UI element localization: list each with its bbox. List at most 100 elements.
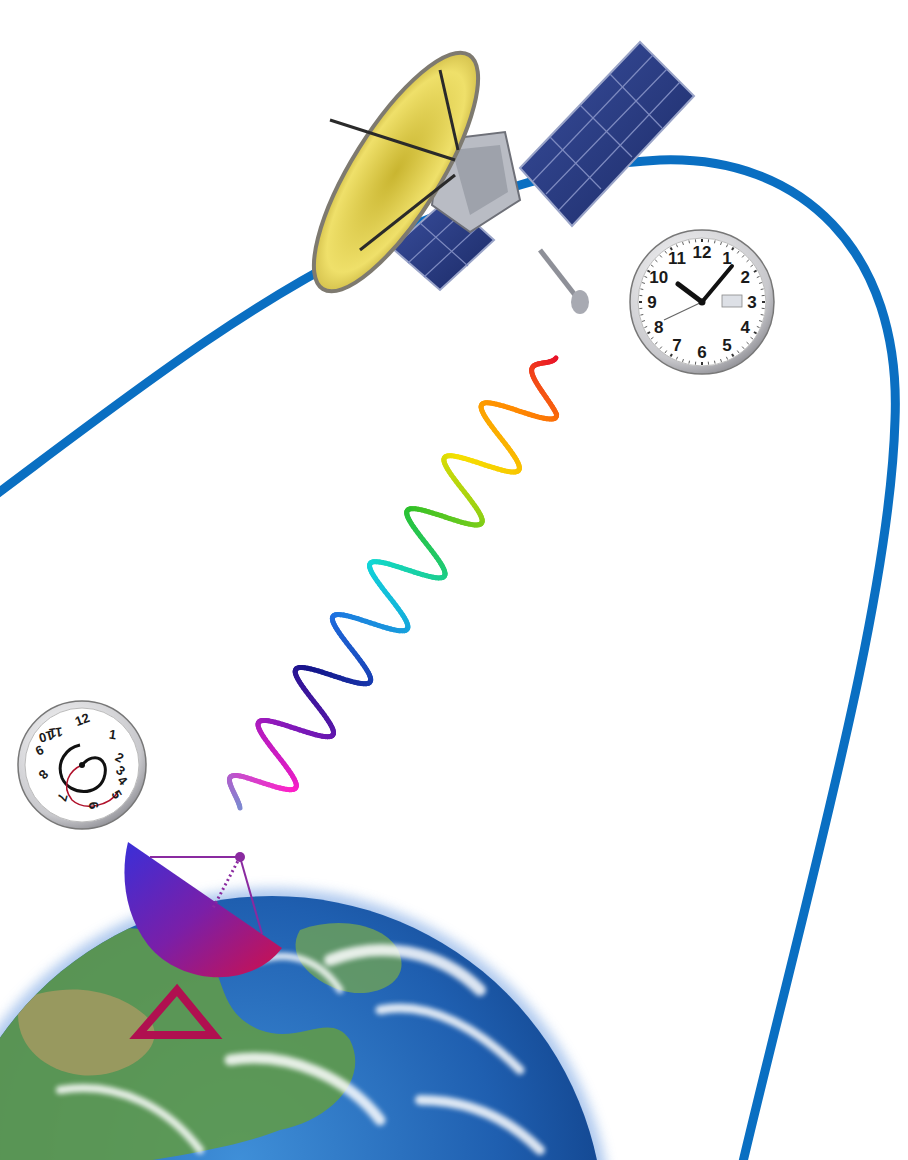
- clock-tick: [720, 359, 722, 362]
- hour-hand: [678, 284, 702, 302]
- clock-numeral: 2: [741, 269, 750, 286]
- boom-tip: [571, 290, 589, 314]
- clock-tick: [695, 239, 696, 242]
- clock-tick: [688, 240, 690, 243]
- clock-tick: [762, 301, 765, 303]
- signal-wave-segment: [237, 806, 242, 808]
- clock-tick: [688, 361, 690, 364]
- clock-numeral: 4: [741, 319, 750, 336]
- clock-tick: [639, 301, 642, 303]
- satellite-clock: [630, 230, 774, 374]
- warped-clock-numeral: 9: [34, 743, 46, 758]
- clock-tick: [655, 342, 657, 344]
- clock-tick: [708, 239, 709, 242]
- clock-numeral: 7: [672, 337, 681, 354]
- satellite-body: [452, 145, 508, 215]
- clock-tick: [660, 255, 662, 257]
- clock-tick: [747, 342, 749, 344]
- clock-tick: [660, 347, 662, 349]
- clock-tick: [701, 362, 703, 365]
- clock-tick: [651, 265, 653, 267]
- clock-tick: [714, 361, 716, 364]
- clock-tick: [682, 242, 684, 245]
- clock-tick: [759, 320, 762, 322]
- clock-numeral: 11: [668, 250, 686, 267]
- ground-antenna: [124, 842, 282, 1035]
- clock-tick: [695, 362, 696, 365]
- clock-numeral: 8: [654, 319, 663, 336]
- clock-tick: [676, 244, 677, 247]
- clock-tick: [737, 251, 739, 253]
- warped-clock-numeral: 12: [73, 710, 91, 727]
- warped-clock-numeral: 2: [114, 751, 126, 766]
- clock-tick: [751, 337, 753, 339]
- clock-tick: [642, 282, 645, 284]
- warped-second-hand: [67, 765, 118, 806]
- clock-tick: [640, 314, 643, 316]
- antenna-feed-strut: [150, 856, 240, 858]
- clock-tick: [732, 354, 734, 357]
- clock-tick: [671, 354, 673, 357]
- clock-tick: [747, 260, 749, 262]
- clock-tick: [682, 359, 684, 362]
- clock-tick: [761, 314, 764, 316]
- boom: [540, 250, 575, 295]
- warped-clock-numeral: 1: [108, 728, 117, 742]
- solar-panel-grid: [533, 55, 680, 210]
- date-window: [722, 295, 742, 307]
- clock-tick: [742, 347, 744, 349]
- clock-tick: [665, 351, 667, 353]
- clock-tick: [732, 247, 734, 250]
- clock-tick: [751, 265, 753, 267]
- land-mass: [18, 990, 154, 1076]
- antenna-dish: [124, 842, 282, 977]
- clock-numeral: 5: [722, 337, 731, 354]
- clock-numeral: 3: [747, 294, 756, 311]
- clock-tick: [754, 332, 757, 334]
- second-hand: [664, 302, 702, 320]
- satellite: [286, 32, 694, 314]
- clock-tick: [640, 288, 643, 290]
- warped-clock-numeral: 8: [36, 768, 50, 782]
- clock-tick: [655, 260, 657, 262]
- clock-tick: [639, 295, 642, 296]
- antenna-stand: [138, 990, 214, 1035]
- solar-panel: [520, 42, 694, 226]
- earth-glow: [0, 888, 612, 1160]
- antenna-feed-strut: [240, 857, 262, 934]
- satellite-dish: [286, 32, 507, 313]
- clock-tick: [761, 288, 764, 290]
- clock-tick: [701, 239, 703, 242]
- clouds: [20, 908, 540, 1150]
- earth: [0, 896, 604, 1160]
- clock-numeral: 10: [649, 269, 668, 286]
- clock-tick: [644, 326, 647, 327]
- warped-clock-numeral: 6: [86, 801, 100, 811]
- minute-hand: [702, 266, 732, 302]
- warped-clock-numeral: 11: [48, 726, 63, 741]
- clock-tick: [714, 240, 716, 243]
- warped-clock-numeral: 7: [55, 793, 70, 804]
- signal-wave: [229, 358, 556, 808]
- clock-tick: [676, 357, 677, 360]
- clock-tick: [665, 251, 667, 253]
- clock-tick: [726, 357, 727, 360]
- clock-tick: [720, 242, 722, 245]
- clock-tick: [642, 320, 645, 322]
- clock-tick: [726, 244, 727, 247]
- ground-clock: [18, 701, 146, 829]
- clock-tick: [708, 362, 709, 365]
- clock-numeral: 1: [722, 250, 731, 267]
- clock-tick: [651, 337, 653, 339]
- orbit-path: [0, 160, 895, 1160]
- clock-tick: [647, 332, 650, 334]
- clock-tick: [742, 255, 744, 257]
- dish-struts: [330, 70, 458, 250]
- clock-tick: [762, 295, 765, 296]
- clock-numeral: 9: [647, 294, 656, 311]
- antenna-feed-strut: [212, 857, 240, 910]
- clock-tick: [754, 271, 757, 273]
- clock-tick: [759, 282, 762, 284]
